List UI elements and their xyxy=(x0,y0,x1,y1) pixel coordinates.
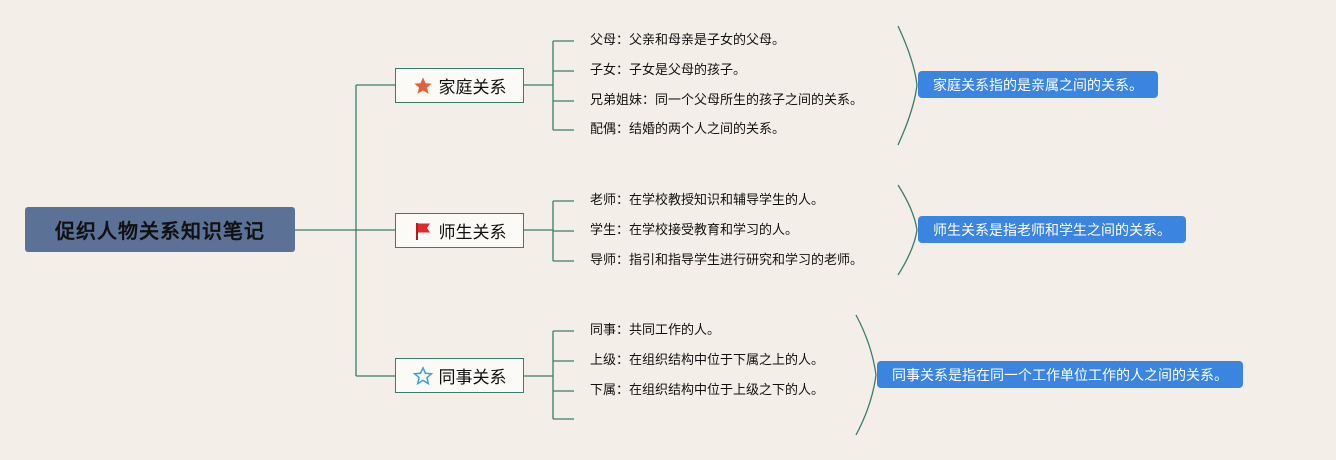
leaf-item[interactable]: 下属：在组织结构中位于上级之下的人。 xyxy=(590,383,825,398)
root-topic[interactable]: 促织人物关系知识笔记 xyxy=(25,207,295,252)
branch-colleague[interactable]: 同事关系 xyxy=(395,358,524,393)
star-filled-icon xyxy=(413,76,433,96)
red-flag-icon xyxy=(413,221,433,241)
leaf-item[interactable]: 父母：父亲和母亲是子女的父母。 xyxy=(590,33,786,48)
leaf-item[interactable]: 兄弟姐妹：同一个父母所生的孩子之间的关系。 xyxy=(590,93,864,108)
leaf-item[interactable]: 配偶：结婚的两个人之间的关系。 xyxy=(590,122,786,137)
summary-brace-2 xyxy=(897,184,918,276)
root-title: 促织人物关系知识笔记 xyxy=(55,219,265,243)
summary-colleague[interactable]: 同事关系是指在同一个工作单位工作的人之间的关系。 xyxy=(877,361,1243,388)
summary-family[interactable]: 家庭关系指的是亲属之间的关系。 xyxy=(918,71,1158,98)
summary-text: 同事关系是指在同一个工作单位工作的人之间的关系。 xyxy=(892,367,1228,384)
summary-teacher-student[interactable]: 师生关系是指老师和学生之间的关系。 xyxy=(918,216,1186,243)
leaf-item[interactable]: 学生：在学校接受教育和学习的人。 xyxy=(590,223,799,238)
leaf-item[interactable]: 同事：共同工作的人。 xyxy=(590,323,721,338)
leaf-item[interactable]: 老师：在学校教授知识和辅导学生的人。 xyxy=(590,193,825,208)
branch-family[interactable]: 家庭关系 xyxy=(395,68,524,103)
branch-label: 同事关系 xyxy=(438,368,507,388)
star-outline-icon xyxy=(412,365,433,386)
branch-3-connector xyxy=(524,330,574,420)
branch-2-connector xyxy=(524,200,574,262)
summary-brace-1 xyxy=(897,25,918,146)
summary-text: 师生关系是指老师和学生之间的关系。 xyxy=(933,222,1171,239)
branch-1-connector xyxy=(524,40,574,131)
branch-label: 师生关系 xyxy=(438,223,507,243)
branch-label: 家庭关系 xyxy=(438,78,507,98)
summary-brace-3 xyxy=(855,314,877,436)
leaf-item[interactable]: 子女：子女是父母的孩子。 xyxy=(590,63,747,78)
leaf-item[interactable]: 上级：在组织结构中位于下属之上的人。 xyxy=(590,353,825,368)
summary-text: 家庭关系指的是亲属之间的关系。 xyxy=(933,77,1143,94)
branch-teacher-student[interactable]: 师生关系 xyxy=(395,213,524,248)
root-connector xyxy=(295,84,395,377)
leaf-item[interactable]: 导师：指引和指导学生进行研究和学习的老师。 xyxy=(590,253,864,268)
